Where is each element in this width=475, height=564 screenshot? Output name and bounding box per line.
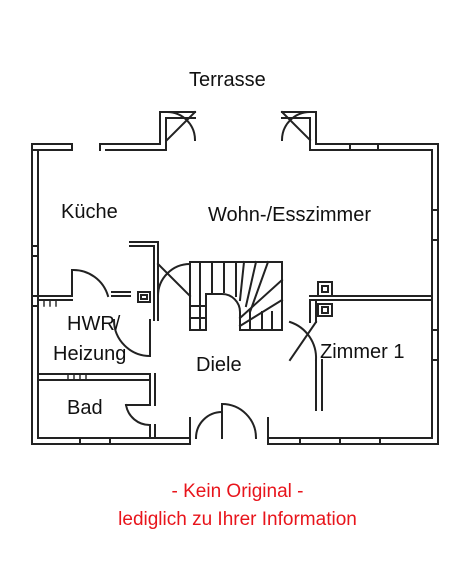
interior-doors: [70, 262, 318, 440]
wall-ticks: [43, 299, 87, 381]
label-bad: Bad: [67, 397, 103, 419]
label-hwr: HWR/: [67, 313, 121, 335]
label-diele: Diele: [196, 354, 242, 376]
chimney-shafts: [137, 281, 333, 317]
disclaimer-line-2: lediglich zu Ihrer Information: [118, 509, 357, 530]
terrace-doors: [165, 110, 312, 142]
interior-walls: [37, 241, 433, 445]
label-wohn-esszimmer: Wohn-/Esszimmer: [208, 204, 371, 226]
label-terrasse: Terrasse: [189, 69, 266, 91]
label-zimmer-1: Zimmer 1: [320, 341, 405, 363]
disclaimer-line-1: - Kein Original -: [171, 481, 304, 502]
label-kueche: Küche: [61, 201, 118, 223]
label-heizung: Heizung: [53, 343, 127, 365]
outer-walls: [31, 111, 439, 445]
staircase: [189, 260, 284, 331]
